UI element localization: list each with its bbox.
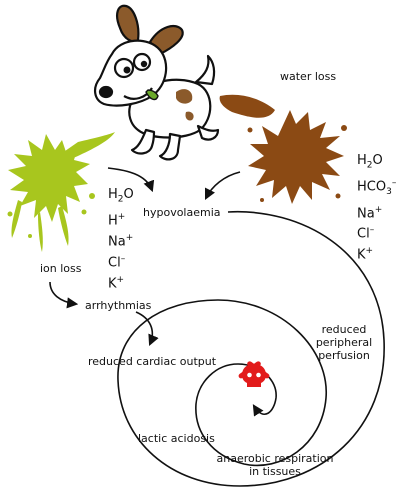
ion-base: Cl bbox=[357, 226, 370, 242]
arrow-diarrhoea-to-hypovolaemia bbox=[204, 171, 241, 201]
arrow-vomit-to-hypovolaemia bbox=[107, 167, 155, 193]
brown-diarrhoea-splash-icon bbox=[219, 94, 347, 204]
ion-sup: + bbox=[125, 232, 134, 243]
ion-item: Na+ bbox=[108, 230, 134, 251]
ion-item: H2O bbox=[357, 152, 396, 175]
label-line: peripheral bbox=[315, 336, 373, 349]
skull-crossbones-icon bbox=[238, 361, 270, 387]
label-hypovolaemia: hypovolaemia bbox=[143, 206, 221, 219]
ion-item: Cl– bbox=[108, 251, 134, 272]
ion-sub: 3 bbox=[386, 187, 392, 198]
ion-base: K bbox=[357, 247, 366, 263]
label-line: reduced bbox=[321, 323, 367, 336]
ion-base: H bbox=[357, 153, 367, 168]
ion-item: HCO3– bbox=[357, 175, 396, 201]
ion-base: Na bbox=[108, 234, 126, 250]
ion-sup: + bbox=[116, 274, 125, 285]
green-vomit-splash-icon bbox=[7, 132, 115, 252]
ion-sup: – bbox=[120, 253, 126, 264]
ion-sub: 2 bbox=[366, 160, 373, 171]
label-line: in tissues bbox=[249, 465, 301, 478]
label-reduced-cardiac-output: reduced cardiac output bbox=[88, 355, 217, 368]
arrow-arrhythmias-to-cardiac-output bbox=[135, 311, 159, 347]
ion-tail: O bbox=[123, 187, 134, 202]
label-line: perfusion bbox=[318, 349, 370, 362]
ion-base: Cl bbox=[108, 255, 121, 271]
ion-item: Cl– bbox=[357, 222, 396, 243]
ion-sub: 2 bbox=[117, 194, 124, 205]
ion-item: H+ bbox=[108, 209, 134, 230]
ion-item: K+ bbox=[357, 243, 396, 264]
ion-base: H bbox=[108, 213, 118, 229]
label-line: anaerobic respiration bbox=[216, 452, 334, 465]
ion-sup: – bbox=[369, 225, 375, 236]
ion-tail: O bbox=[372, 153, 383, 168]
ion-item: Na+ bbox=[357, 202, 396, 223]
arrow-ionloss-to-arrhythmias bbox=[49, 281, 79, 309]
vicious-cycle-spiral bbox=[117, 210, 385, 487]
ion-base: HCO bbox=[357, 179, 387, 195]
ion-base: Na bbox=[357, 205, 375, 221]
label-anaerobic-respiration: anaerobic respiration in tissues bbox=[207, 452, 343, 478]
ion-item: H2O bbox=[108, 186, 134, 209]
label-ion-loss: ion loss bbox=[40, 262, 82, 275]
ion-base: K bbox=[108, 275, 117, 291]
ion-sup: + bbox=[374, 204, 383, 215]
flow-arrows bbox=[49, 167, 241, 347]
label-lactic-acidosis: lactic acidosis bbox=[138, 432, 215, 445]
ion-sup: + bbox=[365, 246, 374, 257]
label-reduced-peripheral-perfusion: reduced peripheral perfusion bbox=[310, 323, 378, 362]
ion-base: H bbox=[108, 187, 118, 202]
cartoon-dog-icon bbox=[94, 4, 220, 161]
label-arrhythmias: arrhythmias bbox=[85, 299, 152, 312]
ion-sup: – bbox=[391, 178, 397, 189]
ion-item: K+ bbox=[108, 272, 134, 293]
label-water-loss: water loss bbox=[280, 70, 337, 83]
ion-sup: + bbox=[117, 212, 126, 223]
